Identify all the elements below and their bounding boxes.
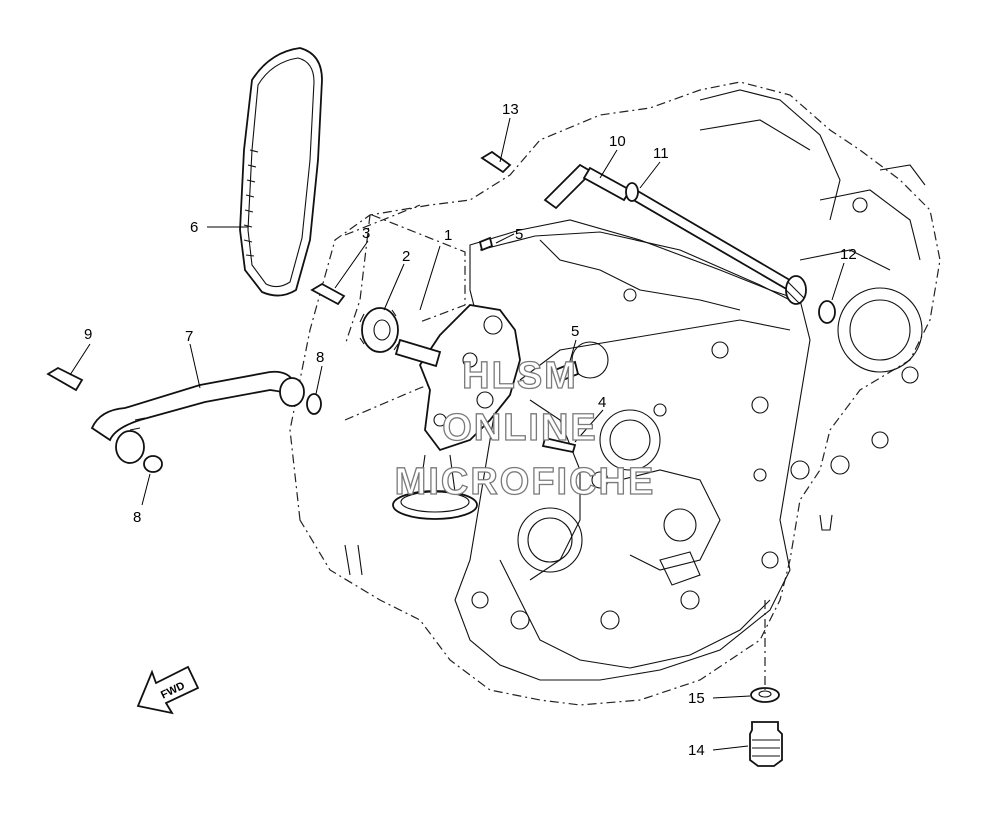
leader-lines [69,117,845,751]
watermark-line-3: MICROFICHE [395,461,656,503]
oil-pump-assembly [310,214,580,520]
callout-7: 7 [185,328,193,345]
drain-parts [749,600,783,767]
callout-1: 1 [444,227,452,244]
callout-8-upper: 8 [316,349,324,366]
callout-4: 4 [598,394,606,411]
callout-2: 2 [402,248,410,265]
callout-13: 13 [502,101,519,118]
callout-12: 12 [840,246,857,263]
callout-15: 15 [688,690,705,707]
callout-9: 9 [84,326,92,343]
watermark: HLSM ONLINE MICROFICHE [394,354,656,503]
callout-11: 11 [653,145,669,162]
upper-parts [480,150,836,324]
callout-5-upper: 5 [515,226,523,243]
oil-pipe [46,366,322,473]
callout-5-lower: 5 [571,323,579,340]
callout-labels: 13 10 11 12 6 3 1 5 2 5 7 9 8 4 8 15 14 [84,101,857,759]
callout-3: 3 [362,225,370,242]
cam-chain [239,47,323,297]
callout-8-lower: 8 [133,509,141,526]
callout-6: 6 [190,219,198,236]
callout-14: 14 [688,742,705,759]
callout-10: 10 [609,133,626,150]
watermark-line-2: ONLINE [442,407,598,449]
fwd-arrow: FWD [136,665,200,715]
watermark-line-1: HLSM [462,355,578,397]
crankcase [289,81,941,706]
